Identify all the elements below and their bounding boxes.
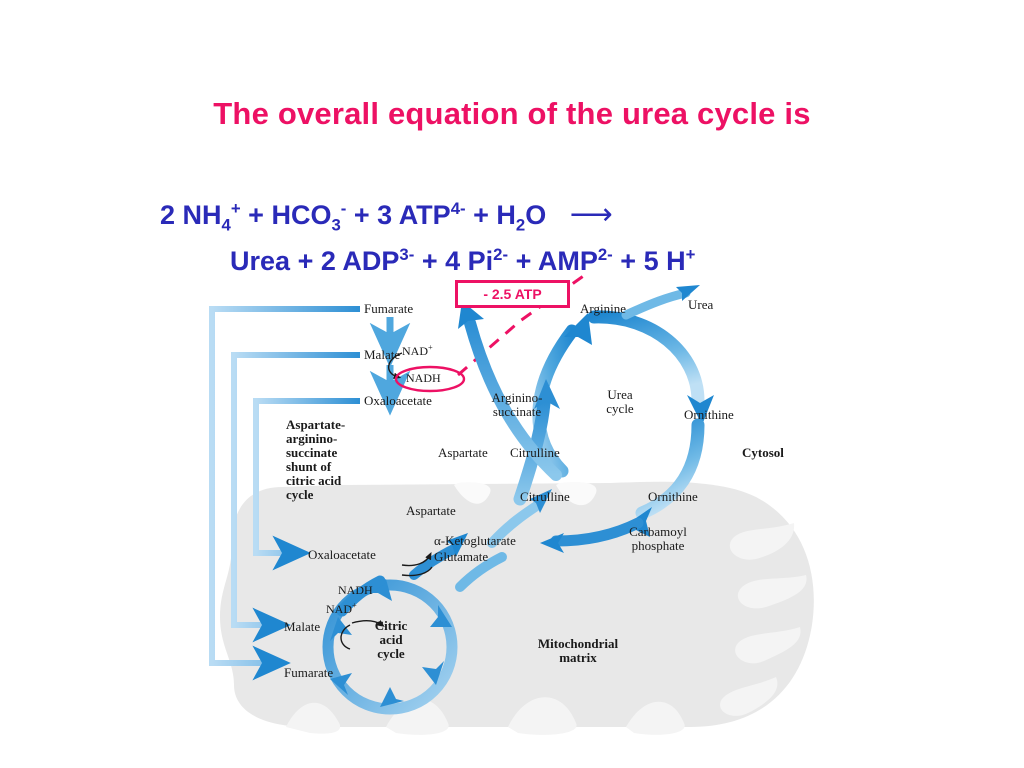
citric-acid-cycle-ring xyxy=(322,575,458,715)
species-amp: AMP2- xyxy=(537,245,613,276)
species-nh4: NH4+ xyxy=(182,199,241,235)
coeff-proton: 5 xyxy=(643,246,659,276)
operator-plus: + xyxy=(421,246,438,276)
label-aspartate-cytosol: Aspartate xyxy=(438,445,488,460)
label-glutamate: Glutamate xyxy=(434,549,489,564)
membrane-transport-arrows xyxy=(455,517,644,592)
label-citrulline-cytosol: Citrulline xyxy=(510,445,560,460)
page-title: The overall equation of the urea cycle i… xyxy=(213,96,811,131)
atp-cost-callout: - 2.5 ATP xyxy=(455,280,570,308)
operator-plus: + xyxy=(620,246,637,276)
label-carbamoyl-phosphate: Carbamoyl phosphate xyxy=(629,524,687,553)
label-arginine: Arginine xyxy=(580,301,626,316)
shunt-cofactor-arrow xyxy=(388,352,403,379)
urea-cycle-diagram: Fumarate Malate Oxaloacetate NAD+ NADH A… xyxy=(190,275,850,745)
species-atp: ATP4- xyxy=(398,199,466,230)
nadh-highlight-ellipse xyxy=(394,365,466,393)
equation-line-1: 2 NH4+ + HCO3- + 3 ATP4- + H2O ⟶ xyxy=(160,186,613,248)
label-shunt-fumarate: Fumarate xyxy=(364,301,414,316)
coeff-atp: 3 xyxy=(377,200,393,230)
label-mitochondrial-matrix: Mitochondrial matrix xyxy=(537,636,619,665)
label-shunt-title: Aspartate- arginino- succinate shunt of … xyxy=(286,417,346,502)
label-cytosol: Cytosol xyxy=(742,445,784,460)
mitochondrion-shape xyxy=(220,481,814,735)
label-urea-cycle-name: Urea cycle xyxy=(606,387,634,416)
operator-plus: + xyxy=(297,246,314,276)
species-proton: H+ xyxy=(666,245,696,276)
label-urea-product: Urea xyxy=(688,297,714,312)
diagram-graphics xyxy=(209,275,814,735)
atp-cost-label: - 2.5 ATP xyxy=(483,286,542,302)
label-citric-acid-cycle-name: Citric acid cycle xyxy=(374,618,408,661)
label-cac-fumarate: Fumarate xyxy=(284,665,334,680)
urea-cycle-ring xyxy=(458,285,714,548)
coeff-pi: 4 xyxy=(445,246,461,276)
transamination-arrows xyxy=(401,533,468,580)
label-cac-nadh: NADH xyxy=(338,583,373,597)
label-alpha-ketoglutarate: α-Ketoglutarate xyxy=(434,533,516,548)
label-shunt-nadh: NADH xyxy=(406,371,441,385)
label-cac-nad-plus: NAD+ xyxy=(326,601,357,616)
species-pi: Pi2- xyxy=(467,245,509,276)
label-ornithine-cytosol: Ornithine xyxy=(684,407,734,422)
label-ornithine-matrix: Ornithine xyxy=(648,489,698,504)
shunt-connector-arrows xyxy=(209,306,360,681)
label-argininosuccinate: Arginino- succinate xyxy=(491,390,543,419)
operator-plus: + xyxy=(515,246,532,276)
label-aspartate-matrix: Aspartate xyxy=(406,503,456,518)
species-water: H2O xyxy=(496,200,547,235)
label-shunt-malate: Malate xyxy=(364,347,401,362)
coeff-nh4: 2 xyxy=(160,200,176,230)
coeff-adp: 2 xyxy=(320,246,336,276)
label-cac-oxaloacetate: Oxaloacetate xyxy=(308,547,376,562)
equation-line-2: Urea + 2 ADP3- + 4 Pi2- + AMP2- + 5 H+ xyxy=(230,232,695,284)
species-hco3: HCO3- xyxy=(271,199,347,235)
label-cac-malate: Malate xyxy=(284,619,321,634)
label-shunt-nad-plus: NAD+ xyxy=(402,343,433,358)
species-urea: Urea xyxy=(230,246,291,276)
species-adp: ADP3- xyxy=(342,245,415,276)
yields-arrow-icon: ⟶ xyxy=(569,197,613,232)
label-citrulline-matrix: Citrulline xyxy=(520,489,570,504)
operator-plus: + xyxy=(248,200,264,230)
label-shunt-oxaloacetate: Oxaloacetate xyxy=(364,393,432,408)
operator-plus: + xyxy=(353,200,370,230)
operator-plus: + xyxy=(473,200,489,230)
